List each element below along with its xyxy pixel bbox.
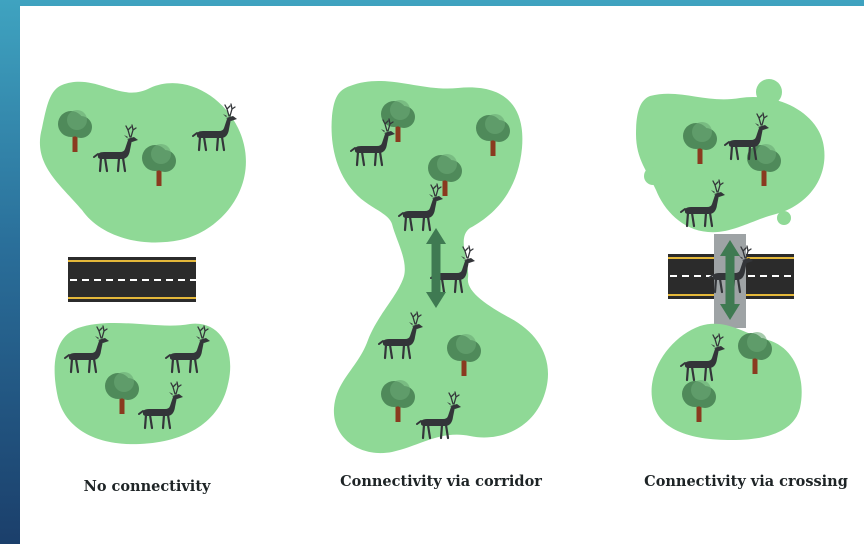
habitat-fragment <box>777 211 791 225</box>
habitat-connectivity-illustration <box>39 79 825 454</box>
habitat-patch-bottom <box>651 323 802 440</box>
caption-corridor: Connectivity via corridor <box>340 473 542 490</box>
panel-no-connectivity <box>39 81 246 445</box>
habitat-fragment <box>756 79 782 105</box>
habitat-fragment <box>644 167 662 185</box>
road-segment <box>68 257 196 302</box>
panel-corridor <box>331 80 549 454</box>
habitat-patch-top <box>636 93 825 233</box>
caption-crossing: Connectivity via crossing <box>644 473 848 490</box>
caption-no-connectivity: No connectivity <box>83 478 211 495</box>
road-segment <box>668 254 794 299</box>
diagram-panel: No connectivity Connectivity via corrido… <box>20 6 864 544</box>
panel-crossing <box>636 79 825 440</box>
